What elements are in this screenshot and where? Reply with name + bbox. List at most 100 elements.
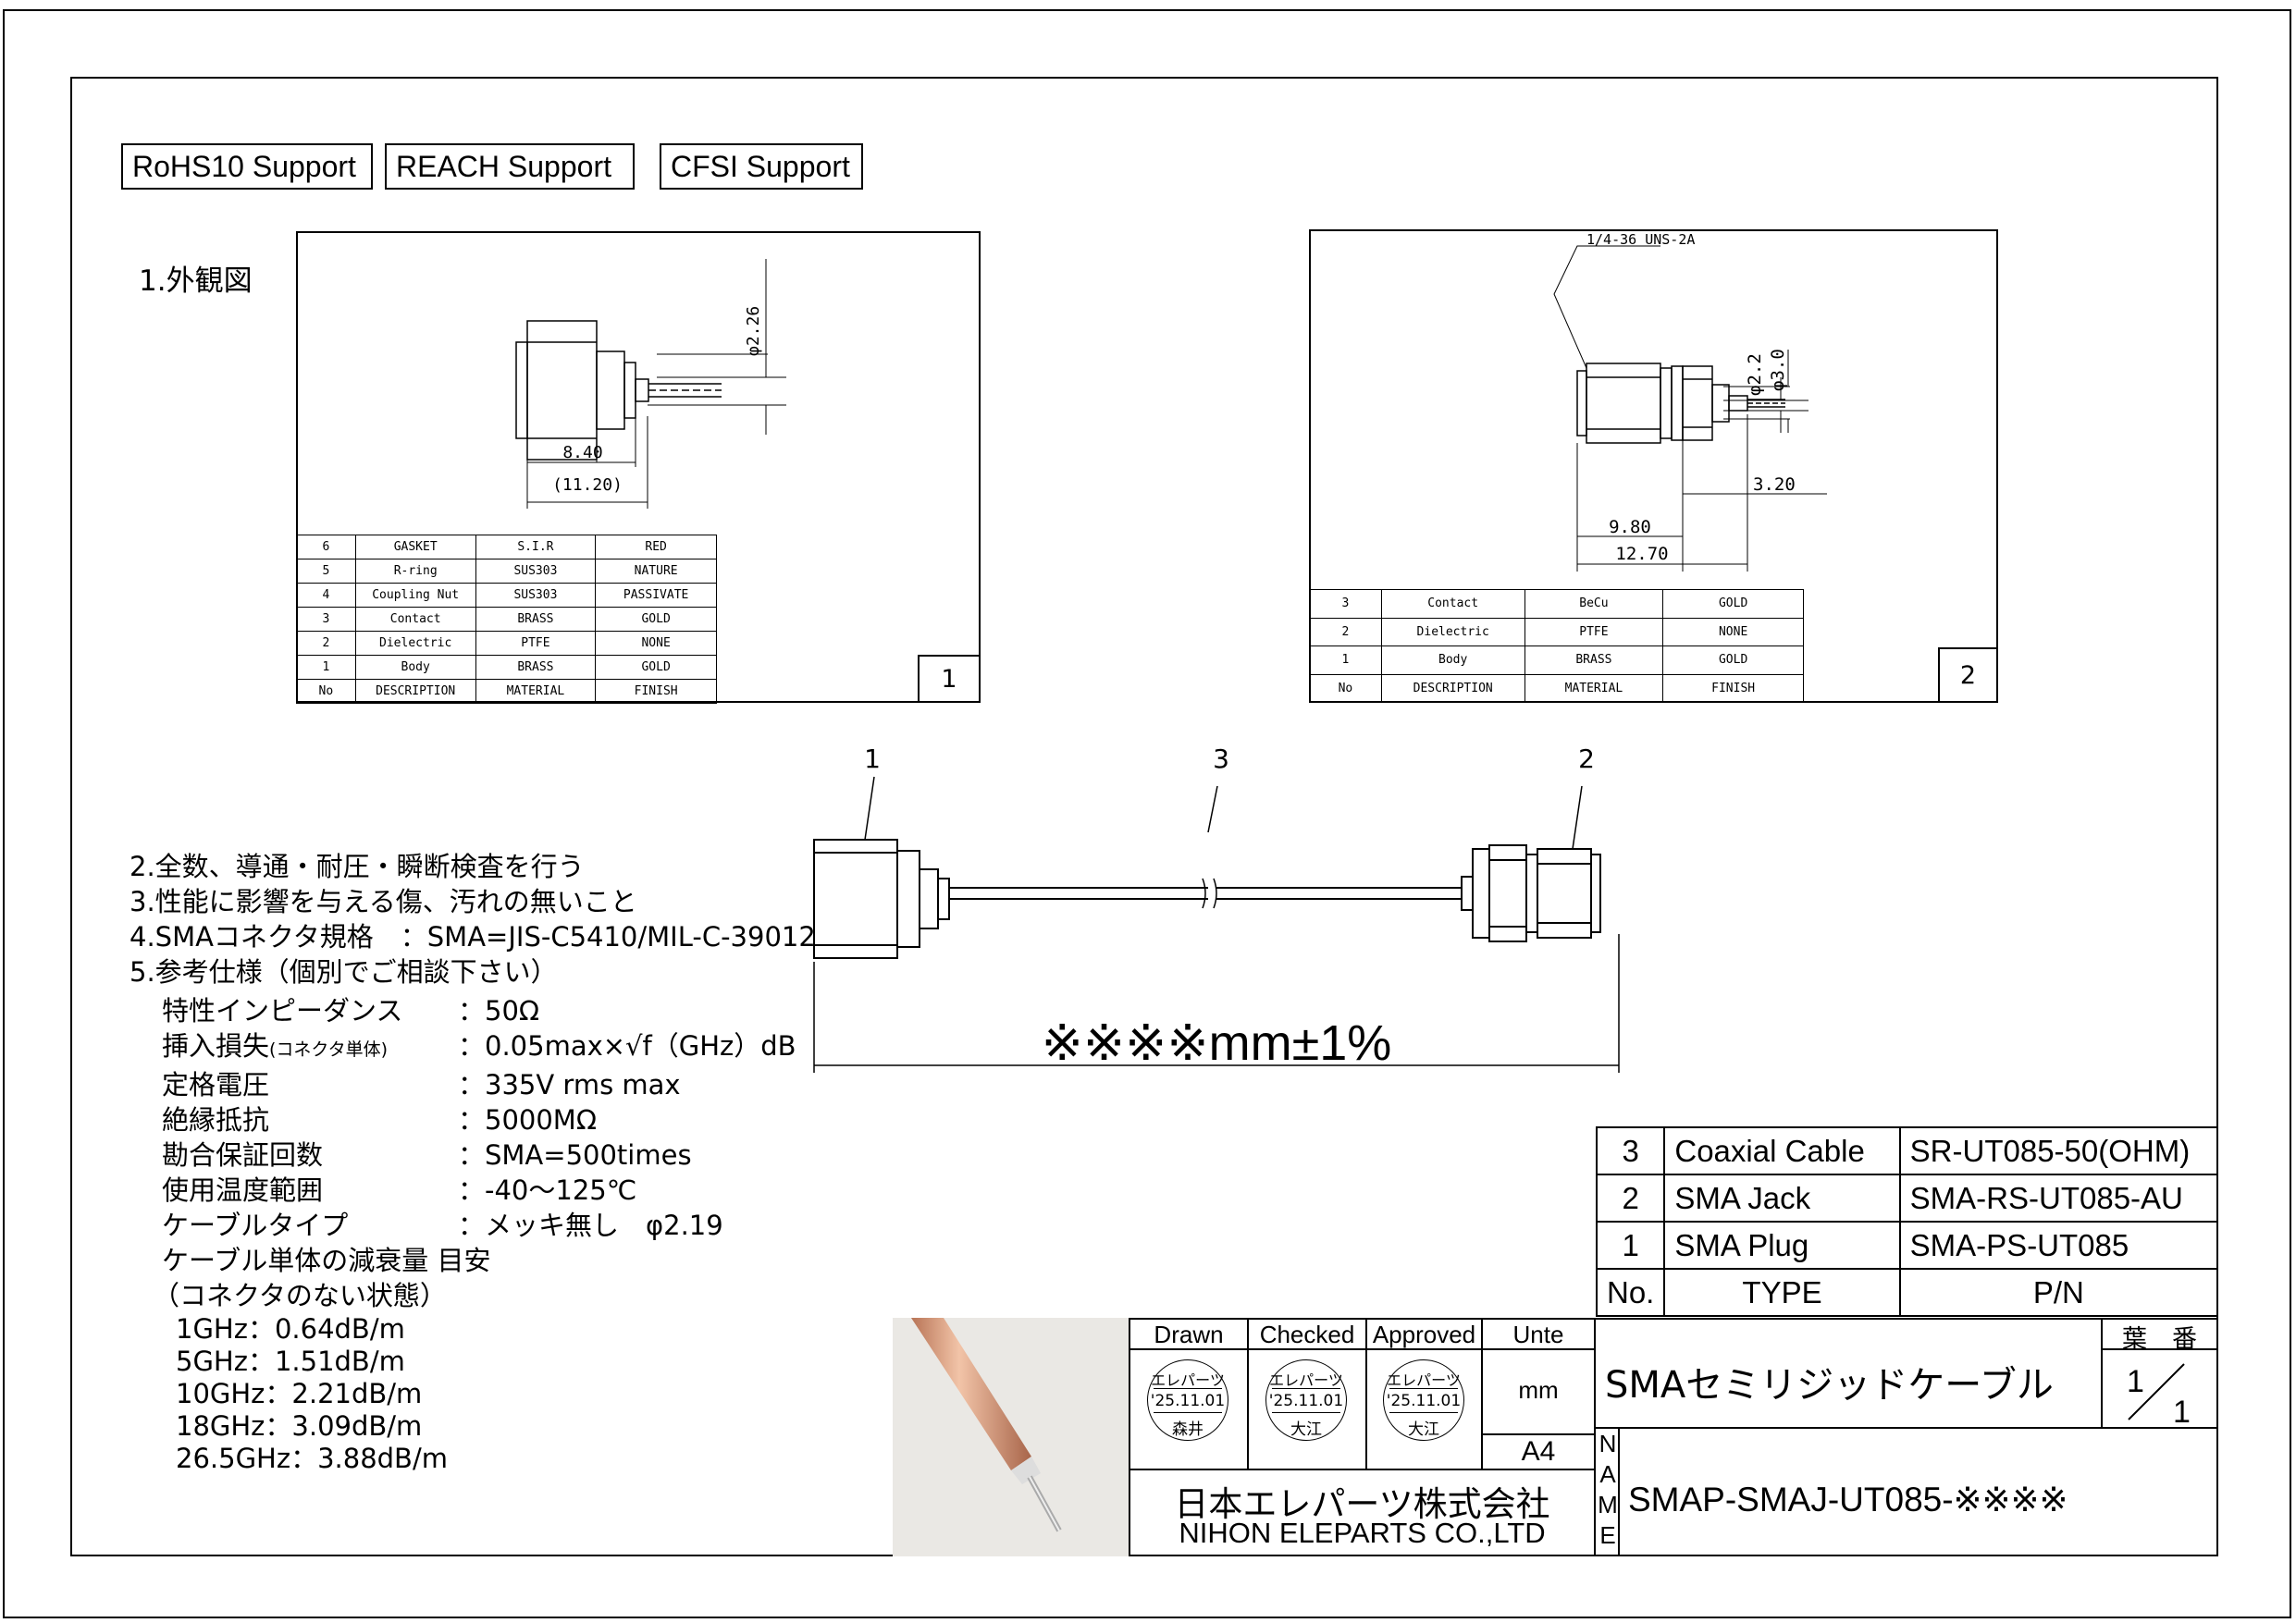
table-cell: Body <box>1380 646 1525 675</box>
table-cell: NONE <box>1662 617 1804 646</box>
table-cell: NATURE <box>595 559 717 584</box>
sheet-number: 1 1 <box>2127 1363 2191 1429</box>
notes-block: 2.全数、導通・耐圧・瞬断検査を行う 3.性能に影響を与える傷、汚れの無いこと … <box>130 849 816 990</box>
table-cell: MATERIAL <box>1524 673 1664 703</box>
table-cell: BRASS <box>475 607 597 632</box>
view2-dim-dia2: φ3.0 <box>1768 349 1788 391</box>
cable-length: ※※※※mm±1% <box>1042 1015 1392 1071</box>
cable-photo <box>893 1318 1129 1556</box>
table-cell: Contact <box>354 607 476 632</box>
sheet-size: A4 <box>1521 1436 1556 1467</box>
spec-label: 勘合保証回数 <box>162 1139 324 1171</box>
view1-dim-b: (11.20) <box>552 475 623 495</box>
company-name-jp: 日本エレパーツ株式会社 <box>1174 1484 1550 1524</box>
view2-dim-c: 12.70 <box>1615 544 1668 564</box>
callout-1: 1 <box>864 744 881 774</box>
table-cell: NONE <box>595 631 717 656</box>
table-cell: Body <box>354 655 476 680</box>
spec-value: ：SMA=500times <box>458 1139 692 1171</box>
note-4: 4.SMAコネクタ規格 ：SMA=JIS-C5410/MIL-C-39012 <box>130 921 816 953</box>
callout-3: 3 <box>1213 744 1229 774</box>
table-cell: 6 <box>296 535 356 559</box>
spec-label: 絶縁抵抗 <box>162 1104 270 1136</box>
attenuation-item: 1GHz：0.64dB/m <box>176 1313 405 1345</box>
table-cell: S.I.R <box>475 535 597 559</box>
table-cell: BeCu <box>1524 589 1664 619</box>
svg-text:1: 1 <box>2173 1395 2191 1429</box>
table-cell: MATERIAL <box>475 679 597 704</box>
view1-number: 1 <box>918 655 981 703</box>
spec-value: ：0.05max×√f（GHz）dB <box>458 1030 796 1062</box>
table-cell: 2 <box>296 631 356 656</box>
table-cell: 2 <box>1309 617 1382 646</box>
table-cell: 2 <box>1595 1174 1666 1223</box>
note-2: 2.全数、導通・耐圧・瞬断検査を行う <box>130 851 585 882</box>
table-cell: GOLD <box>595 655 717 680</box>
stamp-checked: エレパーツ '25.11.01 大江 <box>1265 1359 1347 1441</box>
table-cell: SUS303 <box>475 559 597 584</box>
table-cell: 1 <box>1595 1221 1666 1270</box>
view2-jack-drawing: 1/4-36 UNS-2A φ2.2 φ3.0 3.20 9.80 12.70 <box>1553 231 1827 572</box>
attenuation-item: 18GHz：3.09dB/m <box>176 1410 423 1442</box>
attenuation-item: 26.5GHz：3.88dB/m <box>176 1443 448 1474</box>
table-cell: SR-UT085-50(OHM) <box>1898 1126 2219 1175</box>
stamp-drawn: エレパーツ '25.11.01 森井 <box>1147 1359 1228 1441</box>
table-cell: TYPE <box>1663 1268 1901 1317</box>
table-cell: PTFE <box>475 631 597 656</box>
spec-row: 絶縁抵抗：5000MΩ <box>162 1102 597 1137</box>
callout-2: 2 <box>1578 744 1595 774</box>
view1-dim-a: 8.40 <box>562 443 602 462</box>
spec-label: 定格電圧 <box>162 1069 270 1100</box>
table-cell: 1 <box>296 655 356 680</box>
stamp-approved: エレパーツ '25.11.01 大江 <box>1383 1359 1464 1441</box>
table-cell: SMA Jack <box>1663 1174 1901 1223</box>
table-cell: SMA-RS-UT085-AU <box>1898 1174 2219 1223</box>
table-cell: GOLD <box>595 607 717 632</box>
spec-label: ケーブルタイプ <box>162 1210 349 1241</box>
spec-row: 使用温度範囲：-40～125℃ <box>162 1173 636 1208</box>
table-cell: Coupling Nut <box>354 583 476 608</box>
spec-row: 挿入損失(コネクタ単体)：0.05max×√f（GHz）dB <box>162 1028 796 1067</box>
table-cell: GASKET <box>354 535 476 559</box>
table-cell: GOLD <box>1662 646 1804 675</box>
table-cell: Dielectric <box>354 631 476 656</box>
rohs-badge: RoHS10 Support <box>121 143 373 190</box>
view2-number: 2 <box>1938 647 1998 703</box>
table-cell: P/N <box>1898 1268 2219 1317</box>
spec-value: ：メッキ無し φ2.19 <box>458 1210 723 1241</box>
name-label: N A M E <box>1598 1430 1618 1549</box>
view2-thread: 1/4-36 UNS-2A <box>1586 231 1695 248</box>
sheet-label: 葉 番 <box>2122 1325 2197 1354</box>
cfsi-badge: CFSI Support <box>660 143 863 190</box>
note-3: 3.性能に影響を与える傷、汚れの無いこと <box>130 886 637 917</box>
view2-dim-a: 3.20 <box>1753 474 1796 495</box>
company-name-en: NIHON ELEPARTS CO.,LTD <box>1179 1517 1546 1549</box>
table-cell: BRASS <box>1524 646 1664 675</box>
spec-label: 使用温度範囲 <box>162 1174 324 1206</box>
drawn-label: Drawn <box>1154 1321 1224 1348</box>
table-cell: GOLD <box>1662 589 1804 619</box>
table-cell: No. <box>1595 1268 1666 1317</box>
outer-frame <box>3 9 2291 1618</box>
table-cell: No <box>1309 673 1382 703</box>
table-cell: SUS303 <box>475 583 597 608</box>
table-cell: 3 <box>1595 1126 1666 1175</box>
attenuation-title: ケーブル単体の減衰量 目安 <box>162 1245 491 1276</box>
view2-dim-b: 9.80 <box>1609 517 1651 537</box>
spec-note: (コネクタ単体) <box>269 1039 389 1060</box>
